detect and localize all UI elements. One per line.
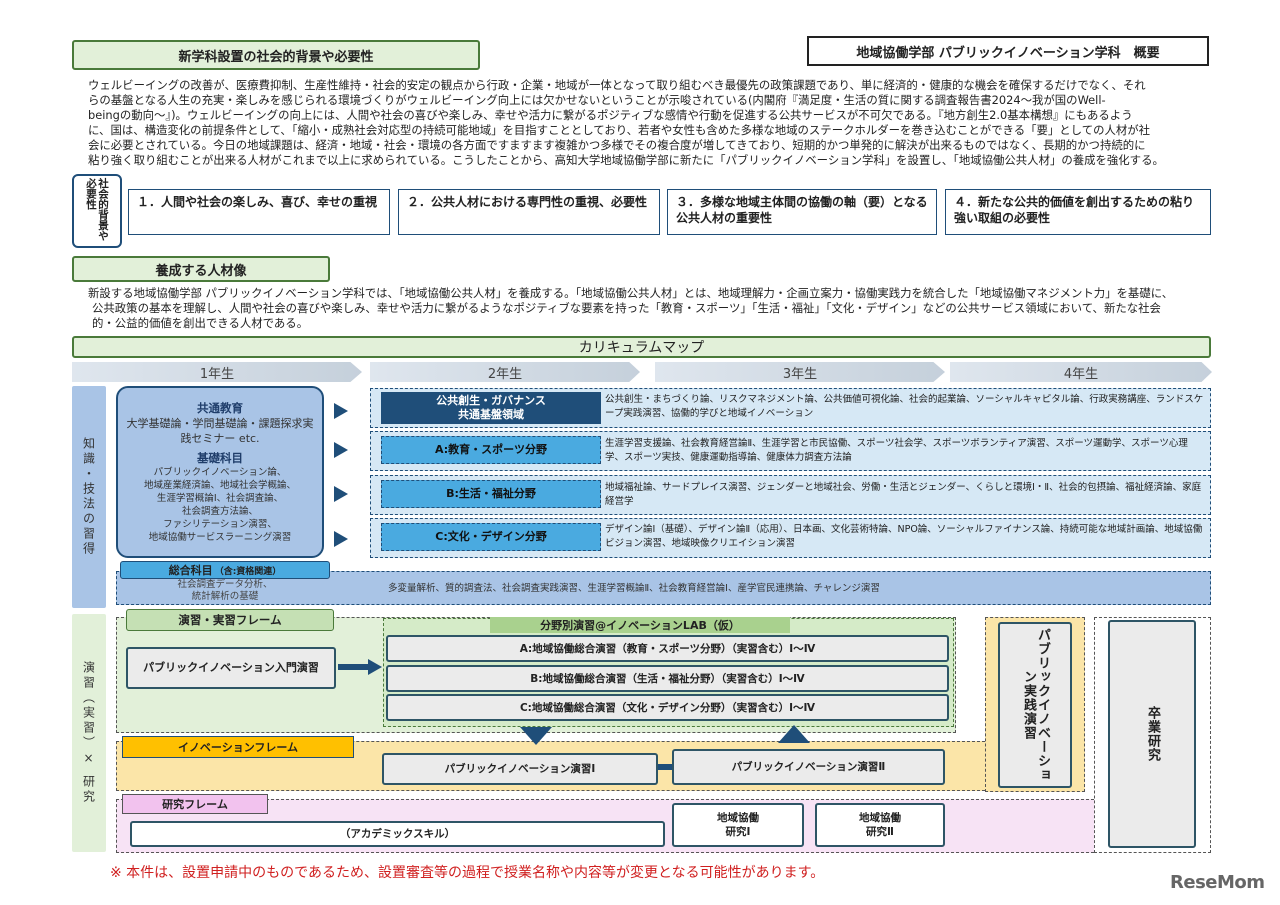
arrow-right-icon xyxy=(334,486,348,502)
research-2-box: 地域協働 研究Ⅱ xyxy=(815,803,945,847)
knowledge-side-label: 知識・技法の習得 xyxy=(72,386,106,608)
general-left: 社会調査データ分析、 統計解析の基礎 xyxy=(177,579,273,602)
intro-practice-box: パブリックイノベーション入門演習 xyxy=(126,647,336,689)
common-education-box: 共通教育 大学基礎論・学問基礎論・課題探求実践セミナー etc. 基礎科目 パブ… xyxy=(116,386,324,558)
point-box: ２．公共人材における専門性の重視、必要性 xyxy=(398,189,660,235)
lab-item-a: A:地域協働総合演習（教育・スポーツ分野）（実習含む）Ⅰ～Ⅳ xyxy=(386,635,949,662)
arrow-right-icon xyxy=(334,531,348,547)
research-1-box: 地域協働 研究Ⅰ xyxy=(672,803,804,847)
lab-title: 分野別演習@イノベーションLAB（仮） xyxy=(490,617,790,633)
point-box: ３．多様な地域主体間の協働の軸（要）となる公共人材の重要性 xyxy=(667,189,937,235)
point-box: １．人間や社会の楽しみ、喜び、幸せの重視 xyxy=(128,189,390,235)
thesis-box: 卒業研究 xyxy=(1108,620,1196,848)
talent-line: 的・公益的価値を創出できる人材である。 xyxy=(92,316,309,330)
arrow-right-icon xyxy=(334,442,348,458)
arrow-right-icon xyxy=(368,659,382,675)
triangle-up-icon xyxy=(778,725,810,743)
field-welfare: B:生活・福祉分野 xyxy=(381,480,601,508)
arrow-right-icon xyxy=(334,403,348,419)
intro-line: 会に必要とされている。今日の地域課題は、経済・地域・社会・環境の各方面ですますま… xyxy=(88,138,1146,152)
lab-item-b: B:地域協働総合演習（生活・福祉分野）（実習含む）Ⅰ～Ⅳ xyxy=(386,665,949,692)
basic-line: 社会調査方法論、 xyxy=(181,506,258,517)
curriculum-map-title: カリキュラムマップ xyxy=(72,336,1211,358)
field-welfare-courses: 地域福祉論、サードプレイス演習、ジェンダーと地域社会、労働・生活とジェンダー、く… xyxy=(605,482,1202,507)
research-frame-title: 研究フレーム xyxy=(122,794,268,814)
basic-line: ファシリテーション演習、 xyxy=(163,519,277,530)
innovation-box-2: パブリックイノベーション演習Ⅱ xyxy=(672,749,945,785)
talent-line: 新設する地域協働学部 パブリックイノベーション学科では、「地域協働公共人材」を養… xyxy=(88,286,1174,300)
lab-item-c: C:地域協働総合演習（文化・デザイン分野）（実習含む）Ⅰ～Ⅳ xyxy=(386,694,949,721)
practice-vertical-box: パブリックイノベーション実践演習 xyxy=(998,622,1072,788)
resemom-logo: ReseMom xyxy=(1170,872,1265,893)
intro-line: ウェルビーイングの改善が、医療費抑制、生産性維持・社会的安定の観点から行政・企業… xyxy=(88,78,1146,92)
intro-line: 粘り強く取り組むことが出来る人材がこれまで以上に求められている。こうしたことから… xyxy=(88,153,1164,167)
disclaimer-note: ※ 本件は、設置申請中のものであるため、設置審査等の過程で授業名称や内容等が変更… xyxy=(110,865,825,881)
basic-line: 生涯学習概論Ⅰ、社会調査論、 xyxy=(156,493,284,504)
general-subjects-label: 総合科目 （含:資格関連） xyxy=(120,561,330,579)
field-governance: 公共創生・ガバナンス 共通基盤領域 xyxy=(381,392,601,424)
field-culture: C:文化・デザイン分野 xyxy=(381,523,601,551)
field-education: A:教育・スポーツ分野 xyxy=(381,436,601,464)
basic-line: 地域協働サービスラーニング演習 xyxy=(148,532,292,543)
year-3: 3年生 xyxy=(655,362,945,382)
intro-line: に、国は、構造変化の前提条件として、「縮小・成熟社会対応型の持続可能地域」を目指… xyxy=(88,123,1151,137)
general-courses: 多変量解析、質的調査法、社会調査実践演習、生涯学習概論Ⅱ、社会教育経営論Ⅰ、産学… xyxy=(388,583,880,594)
year-4: 4年生 xyxy=(950,362,1212,382)
year-2: 2年生 xyxy=(370,362,640,382)
field-education-courses: 生涯学習支援論、社会教育経営論Ⅱ、生涯学習と市民協働、スポーツ社会学、スポーツボ… xyxy=(605,438,1188,463)
innovation-frame-title: イノベーションフレーム xyxy=(122,736,354,758)
field-culture-courses: デザイン論Ⅰ（基礎）、デザイン論Ⅱ（応用）、日本画、文化芸術特論、NPO論、ソー… xyxy=(605,524,1203,549)
innovation-box-1: パブリックイノベーション演習Ⅰ xyxy=(382,753,658,785)
basic-line: パブリックイノベーション論、 xyxy=(153,467,287,478)
arrow-right-icon xyxy=(658,764,676,770)
necessity-label: 社会的背景や必要性 xyxy=(72,174,122,248)
academic-skills-box: （アカデミックスキル） xyxy=(130,821,665,847)
common-title: 共通教育 xyxy=(197,401,243,415)
point-box: ４．新たな公共的価値を創出するための粘り強い取組の必要性 xyxy=(945,189,1211,235)
talent-line: 公共政策の基本を理解し、人間や社会の喜びや楽しみ、幸せや活力に繋がるようなポジテ… xyxy=(92,301,1161,315)
talent-paragraph: 新設する地域協働学部 パブリックイノベーション学科では、「地域協働公共人材」を養… xyxy=(88,286,1208,331)
arrow-right-icon xyxy=(338,664,372,670)
intro-paragraph: ウェルビーイングの改善が、医療費抑制、生産性維持・社会的安定の観点から行政・企業… xyxy=(88,78,1198,168)
basic-line: 地域産業経済論、地域社会学概論、 xyxy=(143,480,296,491)
field-governance-courses: 公共創生・まちづくり論、リスクマネジメント論、公共価値可視化論、社会的起業論、ソ… xyxy=(605,394,1204,419)
overview-title: 地域協働学部 パブリックイノベーション学科 概要 xyxy=(807,36,1209,66)
triangle-down-icon xyxy=(520,727,552,745)
section-background-title: 新学科設置の社会的背景や必要性 xyxy=(72,40,480,70)
year-1: 1年生 xyxy=(72,362,362,382)
intro-line: らの基盤となる人生の充実・楽しみを感じられる環境づくりがウェルビーイング向上には… xyxy=(88,93,1106,107)
common-body: 大学基礎論・学問基礎論・課題探求実践セミナー etc. xyxy=(126,417,314,445)
intro-line: beingの動向～』)。ウェルビーイングの向上には、人間や社会の喜びや楽しみ、幸… xyxy=(88,108,1133,122)
basic-title: 基礎科目 xyxy=(197,451,243,465)
practice-side-label: 演習（実習）× 研究 xyxy=(72,614,106,852)
practice-frame-title: 演習・実習フレーム xyxy=(126,609,334,631)
talent-section-title: 養成する人材像 xyxy=(72,256,330,282)
